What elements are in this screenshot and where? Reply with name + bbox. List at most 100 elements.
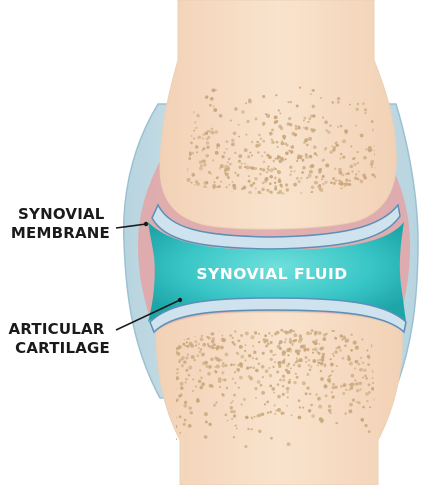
marrow-speckle bbox=[258, 430, 261, 433]
marrow-speckle bbox=[184, 401, 187, 404]
marrow-speckle bbox=[228, 158, 230, 160]
marrow-speckle bbox=[272, 366, 274, 368]
marrow-speckle bbox=[185, 345, 187, 347]
marrow-speckle bbox=[271, 387, 275, 391]
synovial-membrane-label-line1: SYNOVIAL bbox=[18, 205, 105, 223]
marrow-speckle bbox=[349, 104, 351, 106]
marrow-speckle bbox=[340, 125, 343, 128]
marrow-speckle bbox=[274, 177, 277, 180]
marrow-speckle bbox=[349, 180, 351, 182]
marrow-speckle bbox=[332, 148, 335, 151]
marrow-speckle bbox=[269, 175, 273, 179]
marrow-speckle bbox=[277, 345, 281, 349]
marrow-speckle bbox=[337, 101, 340, 104]
marrow-speckle bbox=[211, 131, 215, 135]
marrow-speckle bbox=[303, 117, 306, 120]
marrow-speckle bbox=[345, 173, 347, 175]
upper-bone bbox=[160, 0, 396, 229]
marrow-speckle bbox=[296, 376, 299, 379]
marrow-speckle bbox=[342, 392, 345, 395]
marrow-speckle bbox=[211, 128, 214, 131]
marrow-speckle bbox=[189, 152, 192, 155]
marrow-speckle bbox=[248, 180, 251, 183]
marrow-speckle bbox=[314, 347, 318, 351]
marrow-speckle bbox=[293, 364, 295, 366]
marrow-speckle bbox=[306, 144, 309, 147]
marrow-speckle bbox=[238, 154, 242, 158]
marrow-speckle bbox=[350, 349, 353, 352]
marrow-speckle bbox=[270, 350, 273, 353]
marrow-speckle bbox=[324, 120, 328, 124]
marrow-speckle bbox=[175, 438, 177, 440]
marrow-speckle bbox=[278, 178, 280, 180]
marrow-speckle bbox=[224, 165, 228, 169]
marrow-speckle bbox=[259, 173, 262, 176]
marrow-speckle bbox=[308, 174, 312, 178]
marrow-speckle bbox=[278, 156, 281, 159]
marrow-speckle bbox=[216, 143, 220, 147]
marrow-speckle bbox=[215, 357, 219, 361]
marrow-speckle bbox=[331, 145, 333, 147]
marrow-speckle bbox=[289, 379, 291, 381]
marrow-speckle bbox=[322, 159, 324, 161]
marrow-speckle bbox=[265, 369, 269, 373]
marrow-speckle bbox=[332, 177, 335, 180]
marrow-speckle bbox=[222, 394, 224, 396]
marrow-speckle bbox=[372, 377, 374, 379]
marrow-speckle bbox=[218, 379, 222, 383]
marrow-speckle bbox=[245, 344, 247, 346]
marrow-speckle bbox=[198, 136, 202, 140]
marrow-speckle bbox=[296, 105, 299, 108]
marrow-speckle bbox=[203, 147, 206, 150]
marrow-speckle bbox=[258, 191, 261, 194]
marrow-speckle bbox=[298, 340, 302, 344]
marrow-speckle bbox=[357, 162, 360, 165]
marrow-speckle bbox=[272, 160, 275, 163]
articular-cartilage-label-line1: ARTICULAR bbox=[9, 320, 105, 338]
marrow-speckle bbox=[195, 385, 197, 387]
marrow-speckle bbox=[334, 337, 337, 340]
marrow-speckle bbox=[348, 409, 352, 413]
marrow-speckle bbox=[241, 163, 243, 165]
synovial-membrane-leader-dot bbox=[144, 222, 148, 226]
marrow-speckle bbox=[240, 355, 244, 359]
marrow-speckle bbox=[193, 130, 195, 132]
marrow-speckle bbox=[309, 170, 313, 174]
marrow-speckle bbox=[303, 349, 306, 352]
marrow-speckle bbox=[370, 163, 374, 167]
marrow-speckle bbox=[256, 358, 258, 360]
marrow-speckle bbox=[318, 331, 322, 335]
marrow-speckle bbox=[298, 180, 301, 183]
marrow-speckle bbox=[299, 334, 303, 338]
marrow-speckle bbox=[205, 154, 209, 158]
marrow-speckle bbox=[205, 420, 208, 423]
articular-cartilage-leader-dot bbox=[178, 298, 182, 302]
marrow-speckle bbox=[288, 348, 292, 352]
marrow-speckle bbox=[210, 97, 214, 101]
marrow-speckle bbox=[264, 151, 266, 153]
marrow-speckle bbox=[217, 185, 220, 188]
marrow-speckle bbox=[278, 109, 280, 111]
marrow-speckle bbox=[248, 99, 252, 103]
marrow-speckle bbox=[285, 158, 287, 160]
marrow-speckle bbox=[261, 155, 263, 157]
marrow-speckle bbox=[271, 335, 273, 337]
marrow-speckle bbox=[280, 127, 283, 130]
marrow-speckle bbox=[355, 125, 357, 127]
marrow-speckle bbox=[261, 391, 265, 395]
marrow-speckle bbox=[318, 361, 321, 364]
marrow-speckle bbox=[195, 344, 197, 346]
marrow-speckle bbox=[274, 116, 278, 120]
marrow-speckle bbox=[366, 400, 368, 402]
marrow-speckle bbox=[251, 155, 253, 157]
marrow-speckle bbox=[204, 435, 208, 439]
marrow-speckle bbox=[226, 148, 228, 150]
marrow-speckle bbox=[194, 121, 196, 123]
marrow-speckle bbox=[362, 362, 364, 364]
marrow-speckle bbox=[305, 126, 309, 130]
marrow-speckle bbox=[353, 341, 357, 345]
marrow-speckle bbox=[254, 177, 258, 181]
marrow-speckle bbox=[275, 354, 277, 356]
marrow-speckle bbox=[274, 182, 276, 184]
